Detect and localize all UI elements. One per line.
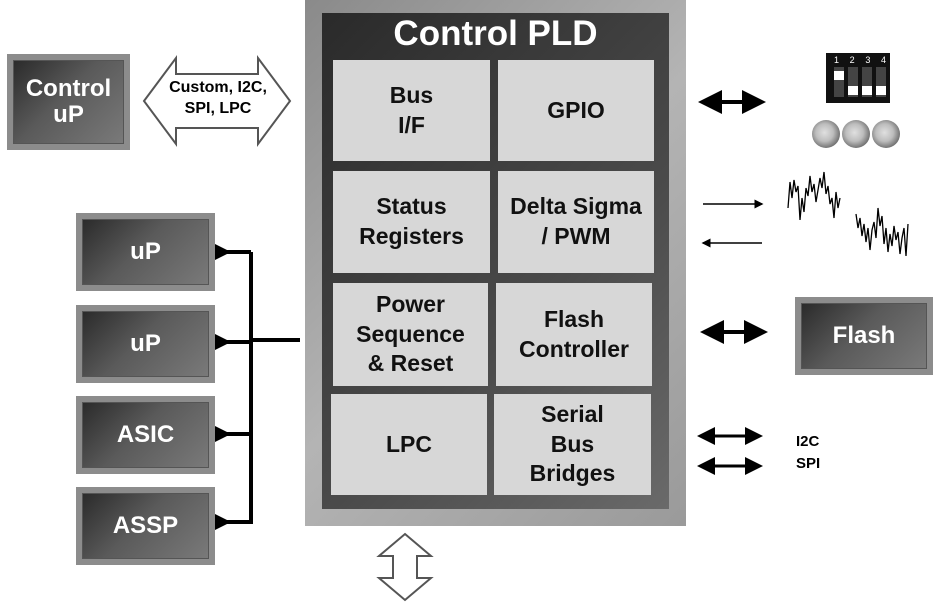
control-up-chip: Control uP [7,54,130,150]
block-lpc: LPC [331,394,487,495]
custom-bus-arrow [142,54,292,148]
device-label: uP [130,329,161,357]
device-chip-asic: ASIC [76,396,215,474]
led-icon [872,120,900,148]
block-power-sequence-reset: Power Sequence & Reset [333,283,488,386]
flash-chip: Flash [795,297,933,375]
dip-number: 3 [865,55,871,65]
dip-toggle [848,67,858,97]
device-label: ASSP [112,511,179,539]
device-chip-assp: ASSP [76,487,215,565]
control-up-label: Control uP [25,74,112,128]
block-gpio: GPIO [498,60,654,161]
dip-toggle [834,67,844,97]
led-icon [812,120,840,148]
flash-label: Flash [832,321,896,349]
device-label: ASIC [116,420,175,448]
dip-number: 1 [834,55,840,65]
dip-number: 4 [880,55,886,65]
block-status-registers: Status Registers [333,171,490,273]
block-bus-if: Bus I/F [333,60,490,161]
spi-label: SPI [796,455,821,472]
custom-bus-label: Custom, I2C, SPI, LPC [169,79,267,117]
lpc-bus-arrow [376,532,434,602]
device-label: uP [130,237,161,265]
device-chip-up-1: uP [76,213,215,291]
dip-number: 2 [849,55,855,65]
analog-waveform-icon [787,171,909,257]
control-pld-title: Control PLD [393,14,598,53]
i2c-label: I2C [796,433,820,450]
dip-toggle [862,67,872,97]
device-chip-up-2: uP [76,305,215,383]
right-connections [697,90,768,475]
block-delta-sigma-pwm: Delta Sigma / PWM [498,171,654,273]
dip-switch: 1 2 3 4 [826,53,890,103]
block-flash-controller: Flash Controller [496,283,652,386]
led-icon [842,120,870,148]
device-bus-tree [215,240,300,530]
block-serial-bus-bridges: Serial Bus Bridges [494,394,651,495]
dip-toggle [876,67,886,97]
